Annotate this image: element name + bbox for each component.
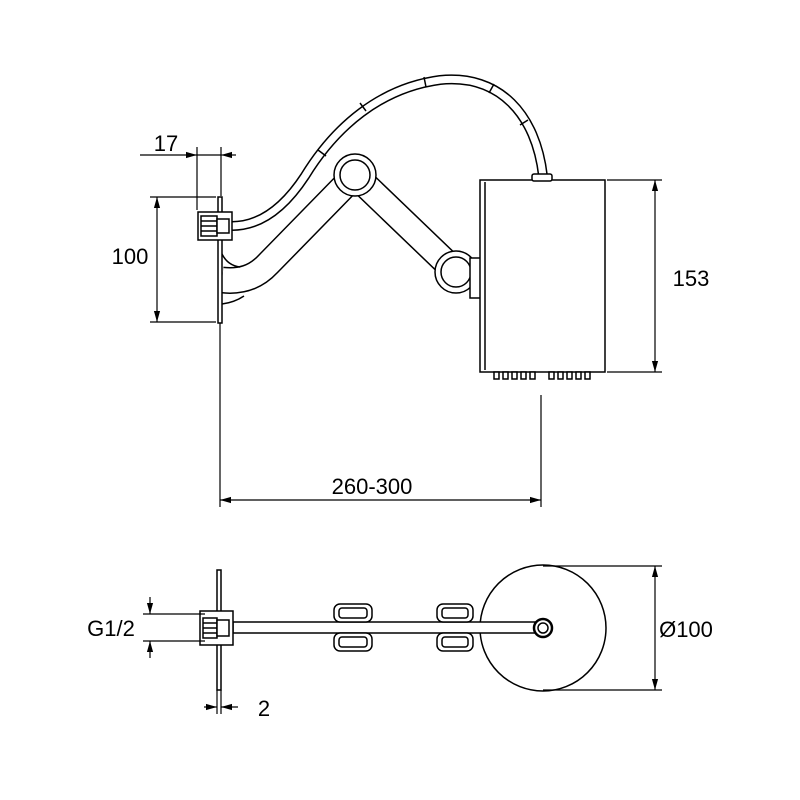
shower-head-body bbox=[479, 179, 606, 373]
nozzle bbox=[575, 371, 582, 380]
hose-joint-line bbox=[488, 83, 495, 94]
nozzle bbox=[502, 371, 509, 380]
hose-joint-line bbox=[317, 149, 327, 157]
dim-label-17: 17 bbox=[154, 131, 178, 156]
nozzle bbox=[557, 371, 564, 380]
joint-plan-lower-top-inner bbox=[441, 607, 469, 619]
plan-view: G1/2 Ø100 2 bbox=[87, 564, 713, 721]
dim-label-2: 2 bbox=[258, 696, 270, 721]
joint-plan-upper-top-inner bbox=[338, 607, 368, 619]
head-center-fitting bbox=[532, 617, 554, 639]
hose-core bbox=[231, 75, 547, 230]
hose-joint-line bbox=[423, 76, 427, 88]
nozzle-row bbox=[493, 371, 591, 380]
elbow-joint-upper-inner bbox=[339, 159, 371, 191]
block-insert bbox=[216, 218, 230, 234]
nozzle bbox=[584, 371, 591, 380]
head-inlet-fitting bbox=[531, 173, 553, 182]
arm-root-fillet-top bbox=[221, 253, 241, 268]
dim-label-g12: G1/2 bbox=[87, 616, 135, 641]
arm-plan bbox=[232, 621, 541, 634]
dim-label-100: 100 bbox=[112, 244, 149, 269]
nozzle bbox=[511, 371, 518, 380]
side-view: 17 100 153 260-300 bbox=[112, 74, 710, 507]
arm-root-fillet-bottom bbox=[221, 295, 245, 305]
dim-label-153: 153 bbox=[673, 266, 710, 291]
nozzle bbox=[493, 371, 500, 380]
head-center-fitting-inner bbox=[537, 622, 549, 634]
hose-joint-line bbox=[519, 119, 529, 126]
dim-label-260-300: 260-300 bbox=[332, 474, 413, 499]
dim-label-diameter: Ø100 bbox=[659, 617, 713, 642]
joint-plan-upper-bottom-inner bbox=[338, 636, 368, 648]
nozzle bbox=[520, 371, 527, 380]
nozzle bbox=[548, 371, 555, 380]
block-insert-plan bbox=[216, 619, 230, 637]
nozzle bbox=[566, 371, 573, 380]
nozzle bbox=[529, 371, 536, 380]
hose-joint-line bbox=[359, 102, 367, 112]
joint-plan-lower-bottom-inner bbox=[441, 636, 469, 648]
